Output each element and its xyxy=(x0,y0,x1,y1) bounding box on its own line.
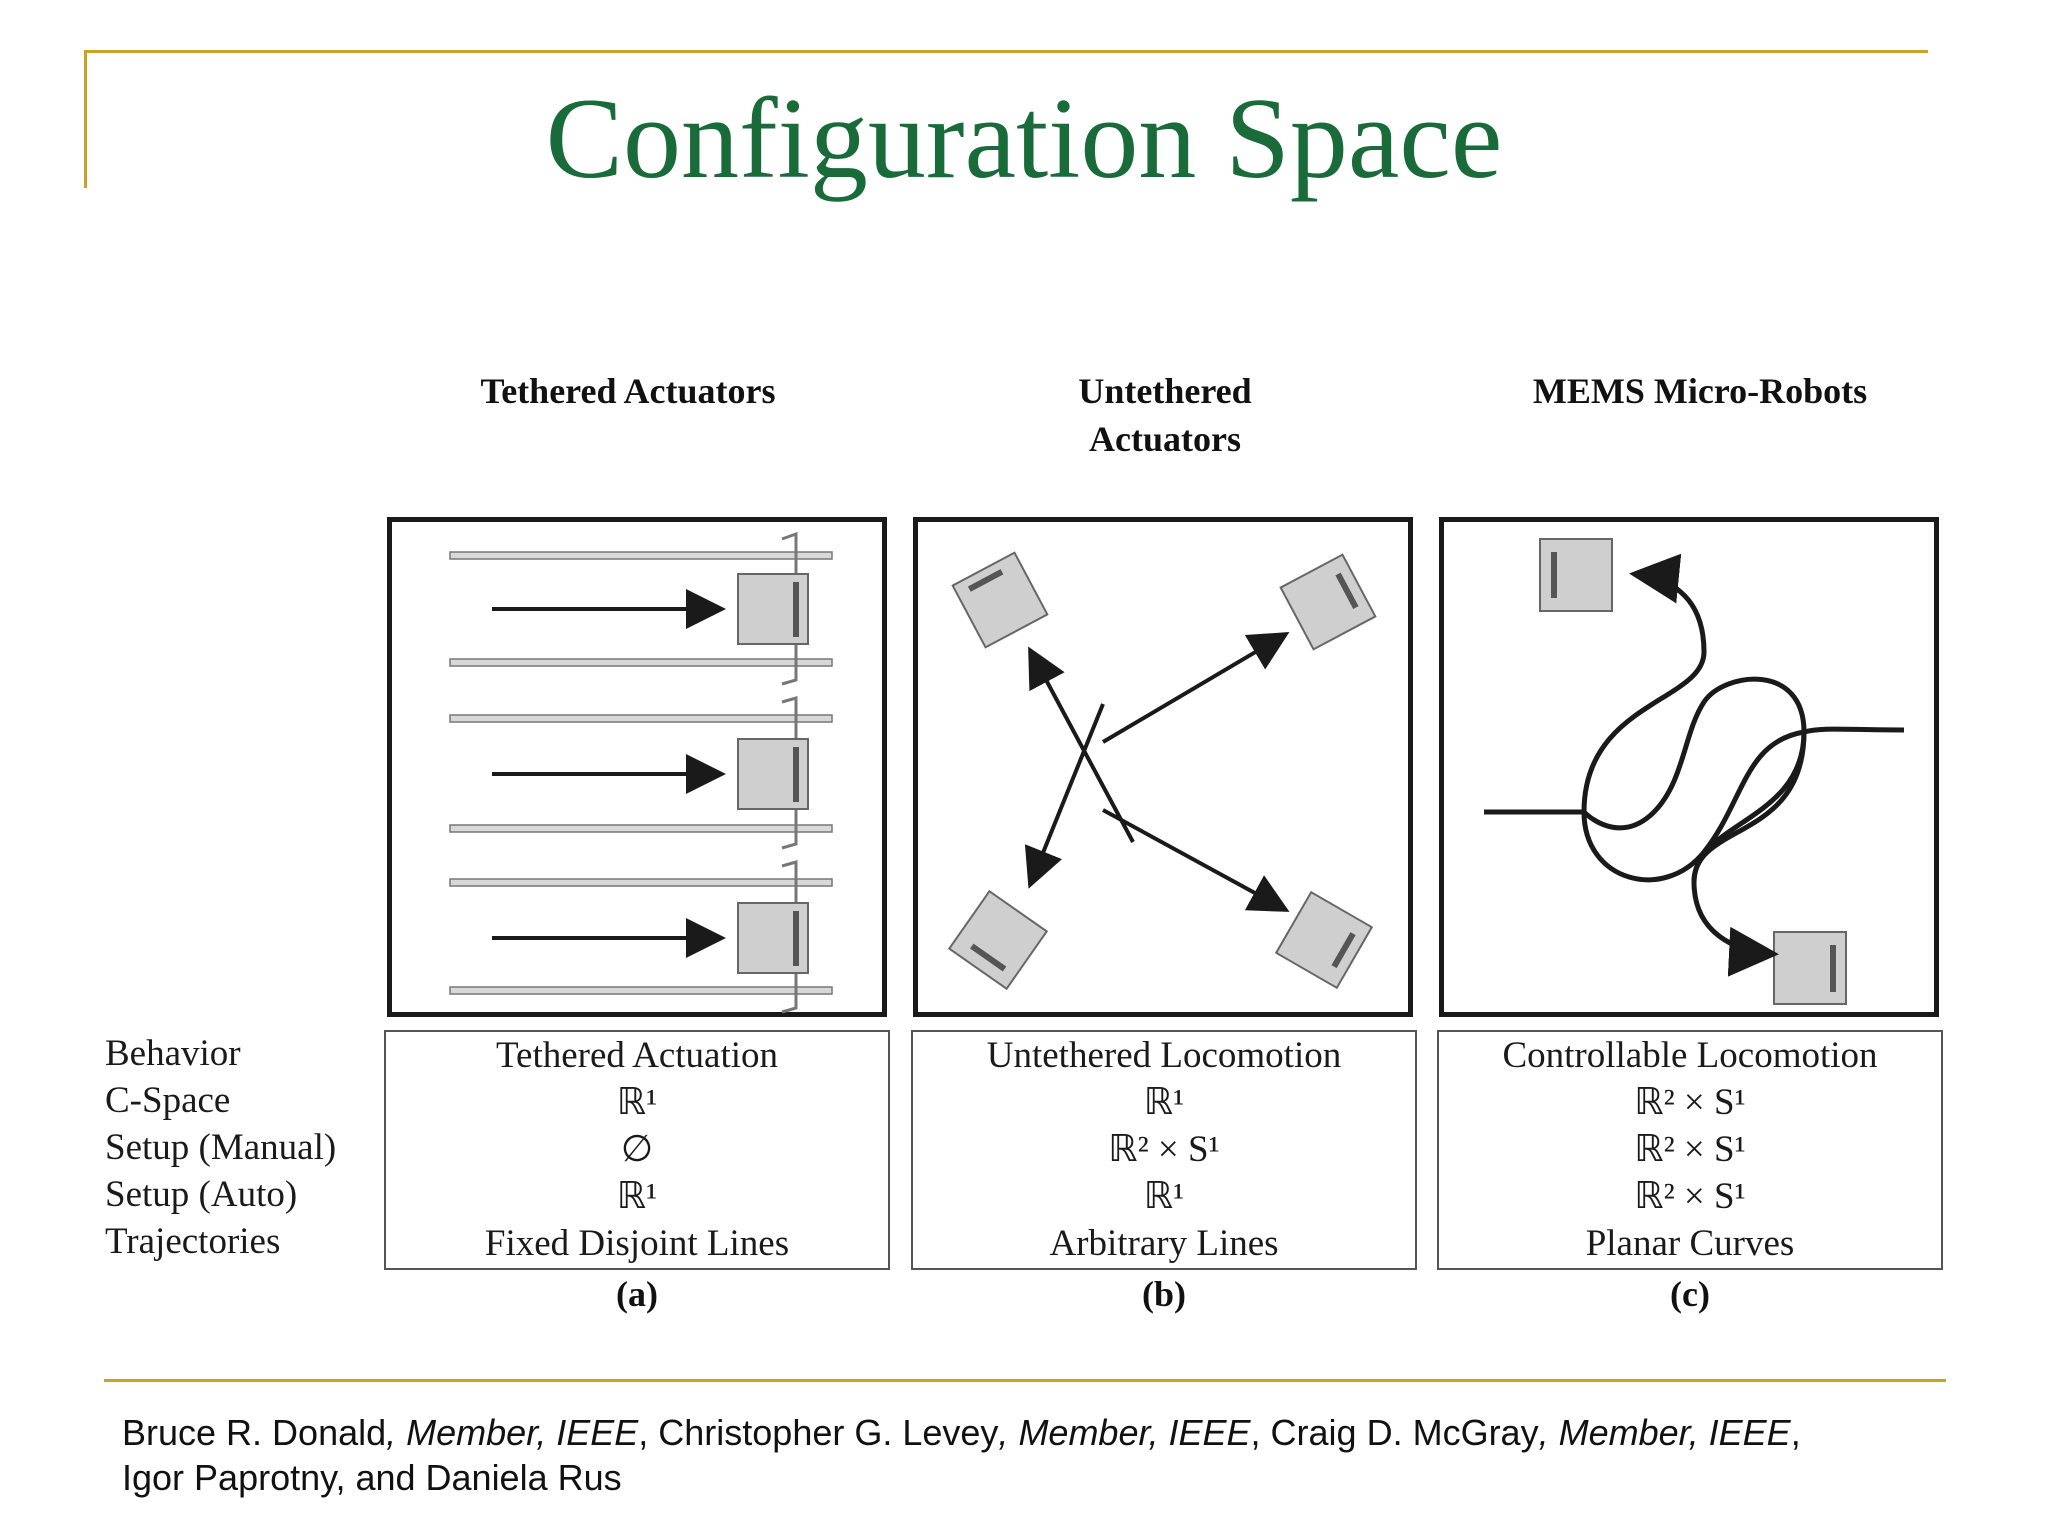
column-header-mems: MEMS Micro-Robots xyxy=(1532,371,1868,411)
slide-title: Configuration Space xyxy=(545,75,1503,203)
row-label-setup-auto: Setup (Auto) xyxy=(105,1174,298,1215)
author-1: Bruce R. Donald xyxy=(122,1412,387,1453)
diagram-untethered-actuators xyxy=(913,517,1413,1017)
cell-setup-auto: ℝ² × S¹ xyxy=(1634,1176,1746,1217)
cell-trajectories: Planar Curves xyxy=(1585,1223,1795,1264)
actuator-1 xyxy=(449,531,833,686)
row-label-trajectories: Trajectories xyxy=(105,1221,281,1262)
table-column-mems: Controllable Locomotion ℝ² × S¹ ℝ² × S¹ … xyxy=(1437,1030,1943,1270)
cell-setup-manual: ∅ xyxy=(620,1129,654,1170)
actuator-3 xyxy=(449,860,833,1014)
robot-bottom-right xyxy=(1274,890,1374,990)
robot-start xyxy=(1539,538,1613,612)
cell-setup-auto: ℝ¹ xyxy=(616,1176,658,1217)
row-label-setup-manual: Setup (Manual) xyxy=(105,1127,337,1168)
cell-setup-manual: ℝ² × S¹ xyxy=(1634,1129,1746,1170)
cell-c-space: ℝ¹ xyxy=(616,1082,658,1123)
sub-label-c: (c) xyxy=(1670,1274,1710,1314)
affiliation-3: Member, IEEE xyxy=(1558,1412,1791,1453)
cell-c-space: ℝ² × S¹ xyxy=(1634,1082,1746,1123)
actuator-2 xyxy=(449,696,833,850)
author-3: Craig D. McGray xyxy=(1270,1412,1539,1453)
robot-bottom-left xyxy=(947,889,1049,991)
citation-line-2: Igor Paprotny, and Daniela Rus xyxy=(122,1457,622,1498)
citation: Bruce R. Donald, Member, IEEE, Christoph… xyxy=(122,1410,1982,1500)
diagram-mems-micro-robots xyxy=(1439,517,1939,1017)
top-rule xyxy=(84,50,1928,53)
column-header-untethered: Untethered Actuators xyxy=(1078,371,1252,459)
column-header-tethered: Tethered Actuators xyxy=(480,371,776,411)
cell-setup-auto: ℝ¹ xyxy=(1143,1176,1185,1217)
cell-behavior: Tethered Actuation xyxy=(496,1035,778,1076)
diagram-tethered-actuators xyxy=(387,517,887,1017)
author-2: Christopher G. Levey xyxy=(658,1412,999,1453)
table-column-tethered: Tethered Actuation ℝ¹ ∅ ℝ¹ Fixed Disjoin… xyxy=(384,1030,890,1270)
sub-label-a: (a) xyxy=(616,1274,658,1314)
row-label-c-space: C-Space xyxy=(105,1080,231,1121)
cell-behavior: Untethered Locomotion xyxy=(986,1035,1342,1076)
robot-top-right xyxy=(1279,553,1377,651)
table-column-untethered: Untethered Locomotion ℝ¹ ℝ² × S¹ ℝ¹ Arbi… xyxy=(911,1030,1417,1270)
cell-c-space: ℝ¹ xyxy=(1143,1082,1185,1123)
sub-label-b: (b) xyxy=(1142,1274,1186,1314)
left-rule xyxy=(84,50,87,188)
affiliation-2: Member, IEEE xyxy=(1018,1412,1251,1453)
citation-line-1: Bruce R. Donald, Member, IEEE, Christoph… xyxy=(122,1412,1801,1453)
affiliation-1: Member, IEEE xyxy=(406,1412,639,1453)
cell-trajectories: Arbitrary Lines xyxy=(1049,1223,1279,1264)
robot-top-left xyxy=(951,551,1049,649)
row-label-behavior: Behavior xyxy=(105,1033,241,1074)
bottom-rule xyxy=(104,1379,1946,1382)
cell-setup-manual: ℝ² × S¹ xyxy=(1108,1129,1220,1170)
cell-trajectories: Fixed Disjoint Lines xyxy=(484,1223,790,1264)
cell-behavior: Controllable Locomotion xyxy=(1502,1035,1878,1076)
